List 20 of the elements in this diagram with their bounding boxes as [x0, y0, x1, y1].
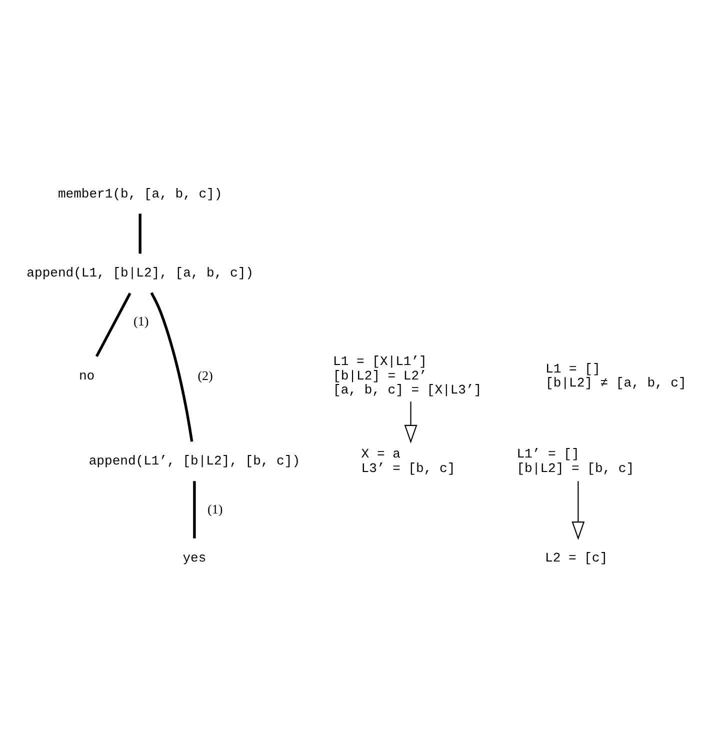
node-text: append(L1’, [b|L2], [b, c]) [88, 453, 300, 468]
connector [150, 292, 194, 442]
node-text: L1’ = [] [b|L2] = [b, c] [516, 446, 634, 476]
label: L1 = [] [546, 360, 600, 376]
connector [95, 292, 132, 357]
connector [138, 213, 142, 254]
node-text: L1 = [X|L1’] [b|L2] = L2’ [a, b, c] = [X|L3’] [333, 354, 482, 397]
edge-label: (2) [198, 367, 213, 382]
node-text: L2 = [c] [545, 550, 608, 565]
connector [193, 480, 196, 538]
edge-label: (1) [207, 501, 223, 516]
arrow [404, 401, 418, 443]
node-text: no [79, 368, 95, 383]
label: [b|L2] ≠ [a, b, c] [546, 374, 686, 390]
node-text: append(L1, [b|L2], [a, b, c]) [26, 265, 254, 280]
edge-label: (1) [134, 313, 149, 328]
node-text: member1(b, [a, b, c]) [58, 186, 222, 201]
node-text: yes [182, 550, 206, 565]
arrow [572, 480, 585, 540]
node-text: X = a L3’ = [b, c] [361, 446, 456, 476]
